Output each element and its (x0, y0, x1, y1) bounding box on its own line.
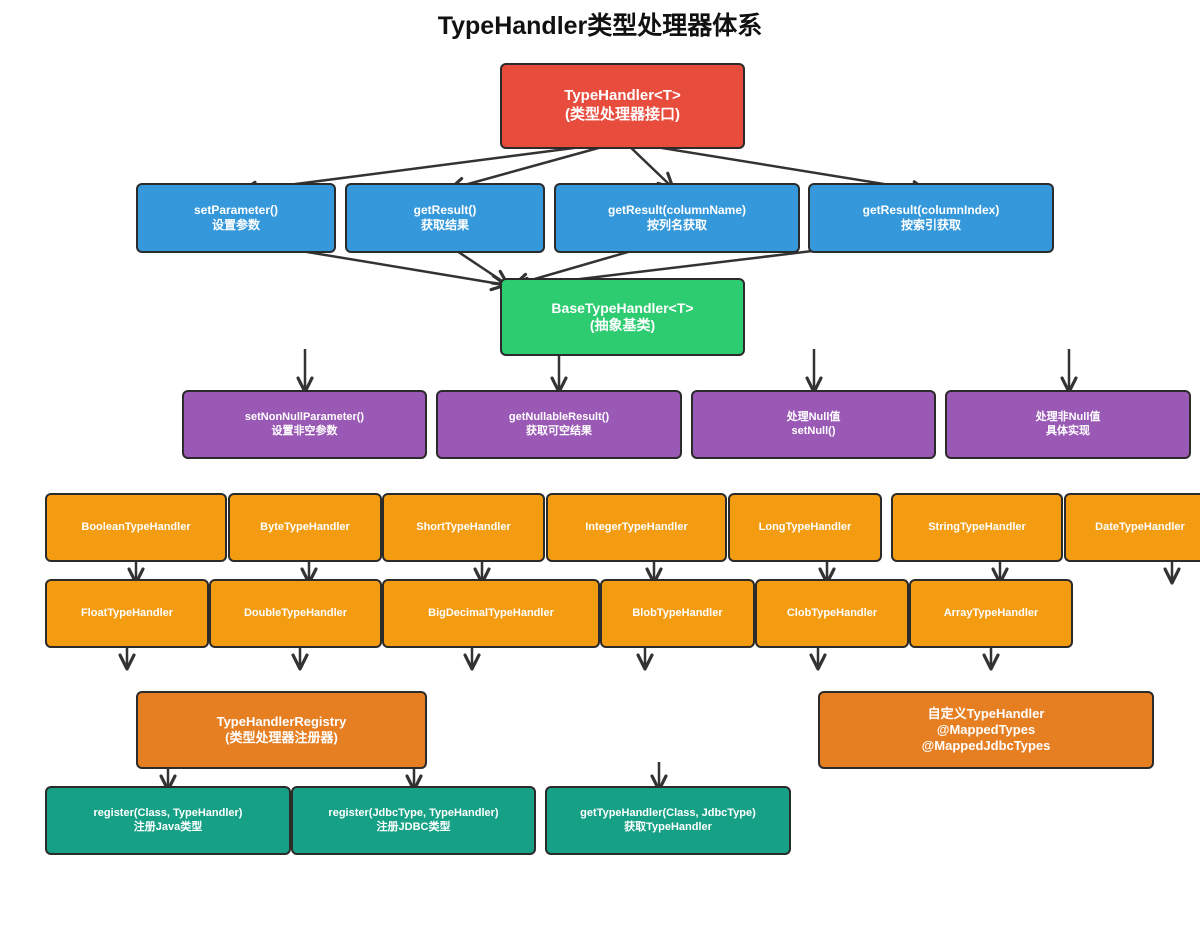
node-label: TypeHandler<T> (564, 87, 681, 105)
node-label: BaseTypeHandler<T> (551, 299, 694, 316)
node-label: 处理非Null值 (1035, 410, 1101, 423)
node-label: setParameter() (193, 203, 279, 217)
edge-root-getresult-columnindex (624, 140, 929, 198)
boolean-type-handler-node[interactable]: BooleanTypeHandler (45, 493, 227, 562)
handle-null-node[interactable]: 处理Null值 setNull() (691, 390, 936, 459)
register-jdbc-node[interactable]: register(JdbcType, TypeHandler) 注册JDBC类型 (291, 786, 536, 855)
custom-type-handler-node[interactable]: 自定义TypeHandler @MappedTypes @MappedJdbcT… (818, 691, 1154, 769)
node-sublabel: 按索引获取 (900, 218, 961, 232)
node-sublabel: (抽象基类) (589, 317, 656, 333)
node-label: LongTypeHandler (758, 520, 852, 533)
get-nullable-result-node[interactable]: getNullableResult() 获取可空结果 (436, 390, 682, 459)
diagram-title: TypeHandler类型处理器体系 (437, 12, 763, 40)
handle-non-null-node[interactable]: 处理非Null值 具体实现 (945, 390, 1191, 459)
blob-type-handler-node[interactable]: BlobTypeHandler (600, 579, 755, 648)
get-result-column-index-node[interactable]: getResult(columnIndex) 按索引获取 (808, 183, 1054, 253)
date-type-handler-node[interactable]: DateTypeHandler (1064, 493, 1200, 562)
node-label: ClobTypeHandler (786, 606, 878, 619)
short-type-handler-node[interactable]: ShortTypeHandler (382, 493, 545, 562)
register-class-node[interactable]: register(Class, TypeHandler) 注册Java类型 (45, 786, 291, 855)
double-type-handler-node[interactable]: DoubleTypeHandler (209, 579, 382, 648)
node-sublabel: 获取结果 (420, 218, 469, 232)
set-non-null-parameter-node[interactable]: setNonNullParameter() 设置非空参数 (182, 390, 427, 459)
node-label: getNullableResult() (508, 410, 610, 423)
node-sublabel: 获取可空结果 (526, 424, 592, 437)
node-label: IntegerTypeHandler (585, 520, 688, 533)
node-label: ShortTypeHandler (416, 520, 511, 533)
node-sublabel: 设置参数 (211, 218, 260, 232)
string-type-handler-node[interactable]: StringTypeHandler (891, 493, 1063, 562)
node-sublabel: 获取TypeHandler (624, 820, 712, 833)
node-label: TypeHandlerRegistry (216, 713, 347, 729)
array-type-handler-node[interactable]: ArrayTypeHandler (909, 579, 1073, 648)
node-label: getTypeHandler(Class, JdbcType) (580, 806, 756, 819)
set-parameter-node[interactable]: setParameter() 设置参数 (136, 183, 336, 253)
float-type-handler-node[interactable]: FloatTypeHandler (45, 579, 209, 648)
node-label: 处理Null值 (786, 410, 841, 423)
integer-type-handler-node[interactable]: IntegerTypeHandler (546, 493, 727, 562)
node-label: ArrayTypeHandler (943, 606, 1039, 619)
node-label: StringTypeHandler (928, 520, 1026, 533)
node-label: getResult(columnIndex) (862, 203, 1000, 217)
node-label: DoubleTypeHandler (243, 606, 348, 619)
node-label: getResult(columnName) (607, 203, 747, 217)
node-label: FloatTypeHandler (80, 606, 174, 619)
type-handler-registry-node[interactable]: TypeHandlerRegistry (类型处理器注册器) (136, 691, 427, 769)
node-label: register(Class, TypeHandler) (93, 806, 243, 819)
node-sublabel: @MappedTypes (936, 721, 1036, 737)
base-type-handler-node[interactable]: BaseTypeHandler<T> (抽象基类) (500, 278, 745, 356)
node-label: BigDecimalTypeHandler (428, 606, 554, 619)
node-sublabel: 注册JDBC类型 (376, 820, 451, 833)
edge-root-getresult-columnname (624, 141, 675, 190)
node-sublabel: (类型处理器接口) (565, 106, 680, 123)
long-type-handler-node[interactable]: LongTypeHandler (728, 493, 882, 562)
node-label: 自定义TypeHandler (927, 705, 1045, 721)
node-label: ByteTypeHandler (260, 520, 350, 533)
node-label: getResult() (413, 203, 477, 217)
node-sublabel: 按列名获取 (646, 218, 707, 232)
edge-root-getresult (448, 140, 621, 194)
node-sublabel: (类型处理器注册器) (225, 730, 338, 745)
byte-type-handler-node[interactable]: ByteTypeHandler (228, 493, 382, 562)
node-label: setNonNullParameter() (244, 410, 365, 423)
edge-root-setparameter (240, 140, 621, 198)
node-sublabel: 具体实现 (1046, 424, 1090, 437)
node-label: BlobTypeHandler (632, 606, 723, 619)
node-sublabel: 设置非空参数 (271, 424, 338, 437)
node-sublabel: 注册Java类型 (133, 820, 203, 833)
node-sublabel: @MappedJdbcTypes (921, 738, 1051, 754)
node-label: BooleanTypeHandler (81, 520, 191, 533)
node-sublabel: setNull() (791, 424, 836, 437)
clob-type-handler-node[interactable]: ClobTypeHandler (755, 579, 909, 648)
get-type-handler-node[interactable]: getTypeHandler(Class, JdbcType) 获取TypeHa… (545, 786, 791, 855)
get-result-node[interactable]: getResult() 获取结果 (345, 183, 545, 253)
node-label: DateTypeHandler (1095, 520, 1185, 533)
node-label: register(JdbcType, TypeHandler) (328, 806, 499, 819)
typehandler-interface-node[interactable]: TypeHandler<T> (类型处理器接口) (500, 63, 745, 149)
get-result-column-name-node[interactable]: getResult(columnName) 按列名获取 (554, 183, 800, 253)
bigdecimal-type-handler-node[interactable]: BigDecimalTypeHandler (382, 579, 600, 648)
